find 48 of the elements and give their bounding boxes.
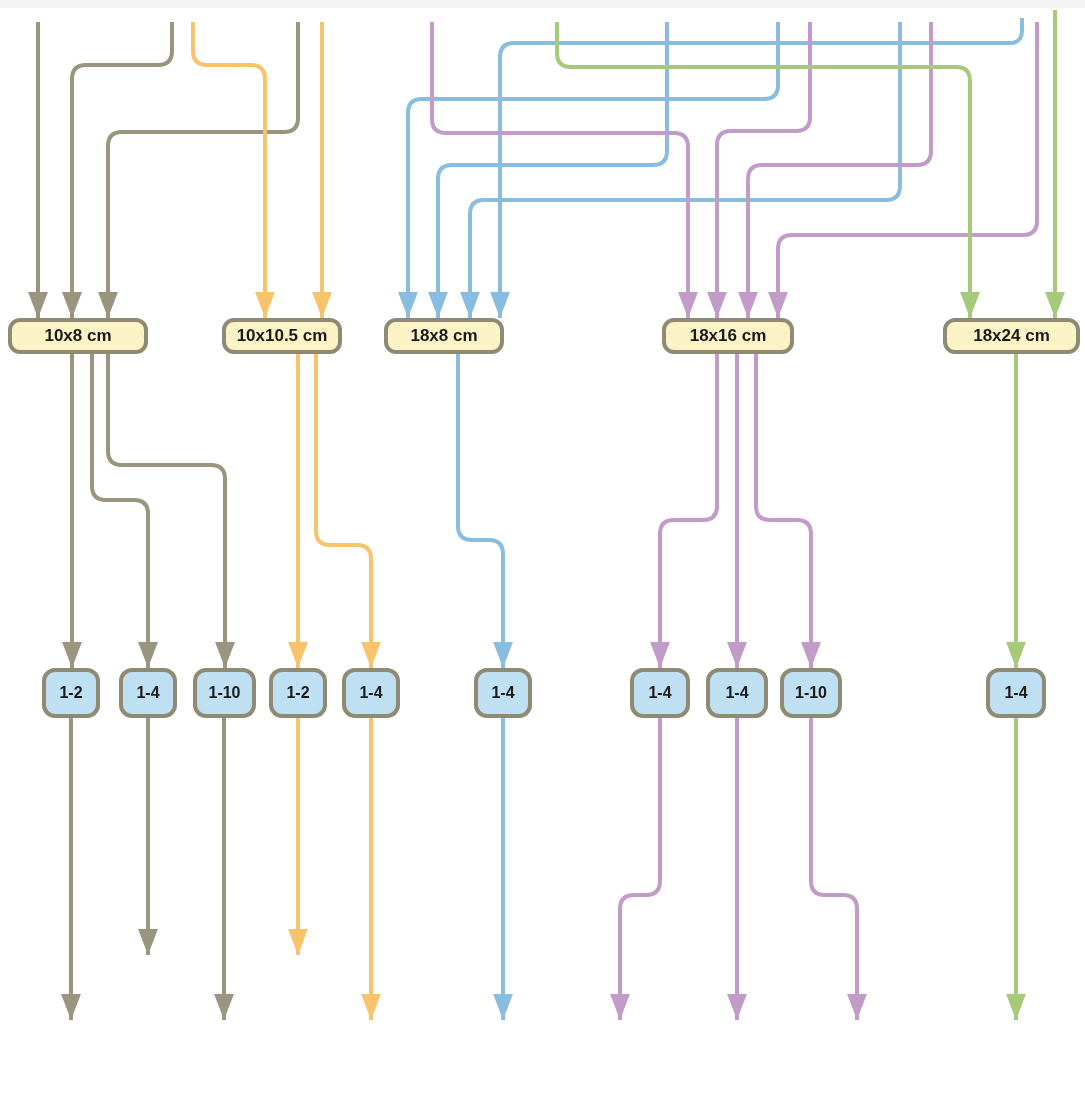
arrow [738, 22, 933, 318]
arrow [98, 22, 300, 318]
arrow [490, 18, 1024, 318]
size-box: 18x8 cm [384, 318, 504, 354]
arrow [288, 718, 308, 955]
arrow [754, 354, 821, 668]
arrow [650, 354, 719, 668]
ratio-box: 1-4 [119, 668, 177, 718]
arrow [138, 718, 158, 955]
arrow [493, 718, 513, 1020]
arrow [191, 22, 275, 318]
arrow [106, 354, 235, 668]
size-box: 18x24 cm [943, 318, 1080, 354]
arrow [727, 354, 747, 668]
arrow [727, 718, 747, 1020]
arrow [61, 718, 81, 1020]
arrow [314, 354, 381, 668]
arrow [768, 22, 1039, 318]
arrow [28, 22, 48, 318]
ratio-box: 1-10 [193, 668, 256, 718]
ratio-box: 1-4 [706, 668, 768, 718]
arrow [312, 22, 332, 318]
size-box: 10x10.5 cm [222, 318, 342, 354]
ratio-box: 1-4 [474, 668, 532, 718]
arrow [1045, 10, 1065, 318]
arrow [555, 22, 980, 318]
arrow [398, 22, 780, 318]
arrow [62, 22, 174, 318]
arrow [1006, 354, 1026, 668]
arrow [456, 354, 513, 668]
arrow [288, 354, 308, 668]
arrow [707, 22, 812, 318]
arrow [214, 718, 234, 1020]
ratio-box: 1-10 [780, 668, 842, 718]
size-box: 18x16 cm [662, 318, 794, 354]
ratio-box: 1-4 [986, 668, 1046, 718]
ratio-box: 1-4 [342, 668, 400, 718]
arrow [460, 22, 902, 318]
arrow [610, 718, 662, 1020]
arrow [90, 354, 158, 668]
arrow [361, 718, 381, 1020]
arrow [1006, 718, 1026, 1020]
arrow [809, 718, 867, 1020]
ratio-box: 1-2 [42, 668, 100, 718]
ratio-box: 1-4 [630, 668, 690, 718]
arrow [62, 354, 82, 668]
size-box: 10x8 cm [8, 318, 148, 354]
ratio-box: 1-2 [269, 668, 327, 718]
